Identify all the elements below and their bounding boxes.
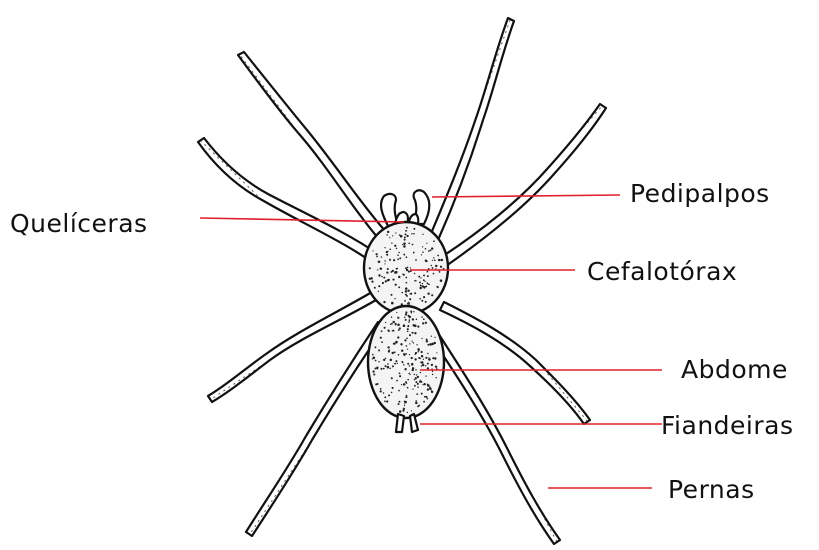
label-pedipalpos: Pedipalpos: [630, 179, 770, 208]
leg-rear-right: [430, 330, 560, 544]
leg-front-left: [238, 52, 386, 238]
label-pernas: Pernas: [668, 475, 755, 504]
label-cefalotorax: Cefalotórax: [587, 257, 737, 286]
label-fiandeiras: Fiandeiras: [661, 411, 794, 440]
leg-front-right: [430, 18, 514, 240]
label-quelíceras: Quelíceras: [10, 209, 148, 238]
leader-pedipalpos: [432, 195, 620, 197]
spider-illustration: [198, 18, 606, 544]
leg-second-right: [440, 104, 606, 266]
label-abdome: Abdome: [681, 355, 788, 384]
leg-third-right: [440, 302, 590, 424]
leg-third-left: [208, 292, 376, 402]
